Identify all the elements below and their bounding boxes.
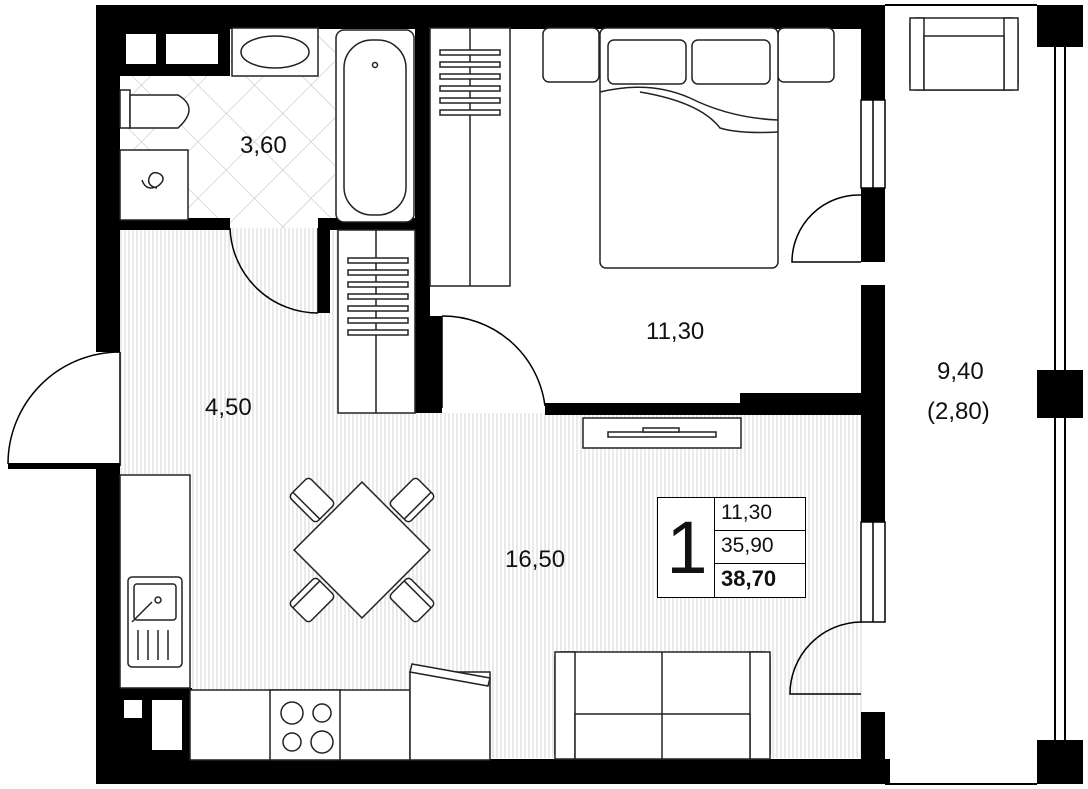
room-area-balcony: 9,40 — [937, 358, 984, 385]
total-with-balcony-value: 38,70 — [721, 566, 777, 591]
room-area-balcony-reduced: (2,80) — [927, 398, 990, 425]
walls — [96, 5, 890, 784]
summary-divider — [714, 498, 715, 597]
windows — [860, 99, 886, 623]
total-area-value: 35,90 — [721, 534, 774, 557]
dining-set — [289, 477, 435, 623]
summary-separator — [714, 563, 806, 564]
shaft-voids — [124, 34, 218, 750]
sofa — [554, 651, 771, 760]
living-area-value: 11,30 — [721, 501, 772, 524]
tv-unit — [582, 417, 742, 449]
room-area-hallway: 4,50 — [205, 394, 252, 421]
bed — [542, 27, 835, 269]
balcony-frame — [885, 4, 1083, 785]
room-area-living-kitchen: 16,50 — [505, 546, 566, 573]
summary-separator — [714, 530, 806, 531]
wardrobe-hallway — [337, 229, 416, 414]
room-area-bedroom: 11,30 — [646, 318, 705, 345]
room-area-bathroom: 3,60 — [240, 132, 287, 159]
doors — [7, 194, 862, 695]
rooms-count: 1 — [666, 506, 708, 589]
area-summary-box: 1 11,30 35,90 38,70 — [657, 497, 806, 598]
balcony-armchair — [909, 17, 1019, 91]
kitchen-counter — [119, 474, 491, 761]
bathroom-fixtures — [119, 27, 415, 223]
wardrobe-bedroom — [429, 27, 511, 287]
